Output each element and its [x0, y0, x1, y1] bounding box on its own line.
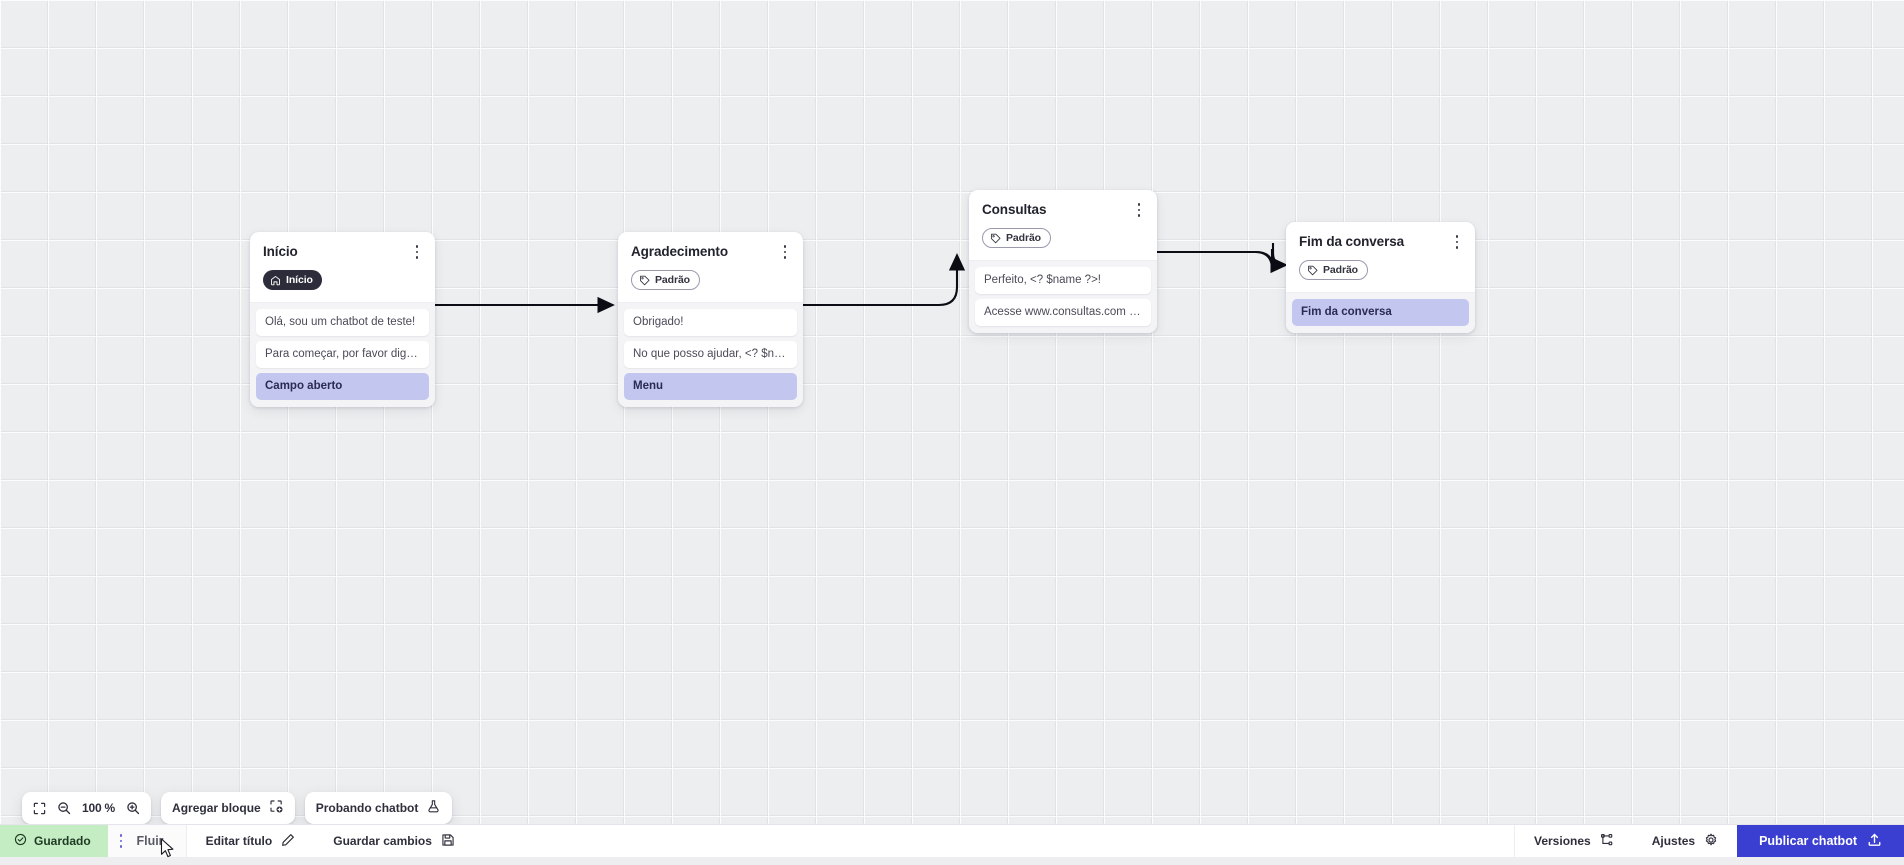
check-circle-icon — [14, 833, 27, 849]
edit-title-label: Editar título — [206, 834, 273, 848]
node-message[interactable]: No que posso ajudar, <? $name ... — [624, 341, 797, 368]
node-messages: Perfeito, <? $name ?>! Acesse www.consul… — [969, 260, 1157, 333]
canvas-toolbar: 100 % Agregar bloque Probando chatbot — [22, 792, 452, 824]
node-badge-label: Padrão — [655, 274, 690, 286]
bottom-status-bar: Guardado Fluir Editar título Guardar cam… — [0, 824, 1904, 857]
tag-icon — [990, 233, 1001, 244]
add-block-group: Agregar bloque — [161, 792, 295, 824]
node-message-highlight[interactable]: Menu — [624, 373, 797, 400]
tab-fluir-label: Fluir — [136, 834, 163, 848]
save-changes-label: Guardar cambios — [333, 834, 432, 848]
save-disk-icon — [441, 833, 455, 850]
node-header: Consultas — [969, 190, 1157, 228]
edge-consultas-fim-tail — [1157, 249, 1273, 269]
fit-screen-icon[interactable] — [33, 802, 46, 815]
node-header: Início — [250, 232, 435, 270]
tag-icon — [639, 275, 650, 286]
node-message-highlight[interactable]: Campo aberto — [256, 373, 429, 400]
publish-label: Publicar chatbot — [1759, 834, 1857, 848]
zoom-controls: 100 % — [22, 792, 151, 824]
saved-status-badge: Guardado — [0, 825, 108, 857]
flow-canvas[interactable]: Início Início Olá, sou um chatbot de tes… — [0, 0, 1904, 824]
flow-node-consultas[interactable]: Consultas Padrão Perfeito, <? $name ?>! … — [969, 190, 1157, 333]
test-chatbot-button[interactable]: Probando chatbot — [316, 799, 442, 817]
node-menu-button[interactable] — [778, 243, 792, 261]
node-message[interactable]: Perfeito, <? $name ?>! — [975, 267, 1151, 294]
versions-button[interactable]: Versiones — [1515, 825, 1633, 857]
branch-icon — [1600, 833, 1614, 850]
gear-icon — [1704, 833, 1718, 850]
saved-label: Guardado — [34, 834, 91, 848]
node-menu-button[interactable] — [1450, 233, 1464, 251]
node-title: Agradecimento — [631, 244, 790, 260]
node-message[interactable]: Para começar, por favor digite o ... — [256, 341, 429, 368]
tab-fluir[interactable]: Fluir — [108, 825, 187, 857]
node-badge-label: Início — [286, 274, 313, 286]
settings-label: Ajustes — [1652, 834, 1695, 848]
node-message[interactable]: Acesse www.consultas.com par... — [975, 299, 1151, 326]
add-block-button[interactable]: Agregar bloque — [172, 799, 284, 817]
drag-dots-icon[interactable] — [120, 834, 123, 847]
test-chatbot-label: Probando chatbot — [316, 801, 419, 815]
edge-consultas-fim-arrow — [1273, 243, 1285, 265]
node-menu-button[interactable] — [410, 243, 424, 261]
node-badge-row: Padrão — [1286, 260, 1475, 292]
node-badge-label: Padrão — [1323, 264, 1358, 276]
node-title: Consultas — [982, 202, 1144, 218]
edge-consultas-fim — [1157, 249, 1279, 269]
node-header: Agradecimento — [618, 232, 803, 270]
edge-agradecimento-consultas — [803, 256, 957, 305]
zoom-in-icon[interactable] — [126, 801, 140, 815]
node-menu-button[interactable] — [1132, 201, 1146, 219]
tag-icon — [1307, 265, 1318, 276]
settings-button[interactable]: Ajustes — [1633, 825, 1737, 857]
home-icon — [270, 275, 281, 286]
node-badge-padrao[interactable]: Padrão — [631, 270, 700, 290]
zoom-out-icon[interactable] — [57, 801, 71, 815]
flask-icon — [426, 799, 441, 817]
node-messages: Obrigado! No que posso ajudar, <? $name … — [618, 302, 803, 407]
node-badge-padrao[interactable]: Padrão — [1299, 260, 1368, 280]
save-changes-button[interactable]: Guardar cambios — [314, 825, 474, 857]
node-messages: Olá, sou um chatbot de teste! Para começ… — [250, 302, 435, 407]
node-title: Início — [263, 244, 422, 260]
node-message[interactable]: Olá, sou um chatbot de teste! — [256, 309, 429, 336]
node-badge-row: Início — [250, 270, 435, 302]
node-message[interactable]: Obrigado! — [624, 309, 797, 336]
add-block-icon — [269, 799, 284, 817]
publish-chatbot-button[interactable]: Publicar chatbot — [1737, 825, 1904, 857]
node-badge-inicio[interactable]: Início — [263, 270, 322, 290]
upload-icon — [1867, 832, 1882, 850]
flow-node-inicio[interactable]: Início Início Olá, sou um chatbot de tes… — [250, 232, 435, 407]
flow-node-agradecimento[interactable]: Agradecimento Padrão Obrigado! No que po… — [618, 232, 803, 407]
node-title: Fim da conversa — [1299, 234, 1462, 250]
flow-node-fim-da-conversa[interactable]: Fim da conversa Padrão Fim da conversa — [1286, 222, 1475, 333]
zoom-level: 100 % — [82, 801, 115, 815]
node-message-highlight[interactable]: Fim da conversa — [1292, 299, 1469, 326]
add-block-label: Agregar bloque — [172, 801, 261, 815]
edit-title-button[interactable]: Editar título — [187, 825, 315, 857]
statusbar-spacer — [474, 825, 1515, 857]
node-header: Fim da conversa — [1286, 222, 1475, 260]
node-badge-row: Padrão — [969, 228, 1157, 260]
node-badge-label: Padrão — [1006, 232, 1041, 244]
node-badge-row: Padrão — [618, 270, 803, 302]
versions-label: Versiones — [1534, 834, 1591, 848]
node-badge-padrao[interactable]: Padrão — [982, 228, 1051, 248]
node-messages: Fim da conversa — [1286, 292, 1475, 333]
connector-edges — [0, 0, 1904, 824]
pencil-icon — [281, 833, 295, 850]
test-chatbot-group: Probando chatbot — [305, 792, 453, 824]
